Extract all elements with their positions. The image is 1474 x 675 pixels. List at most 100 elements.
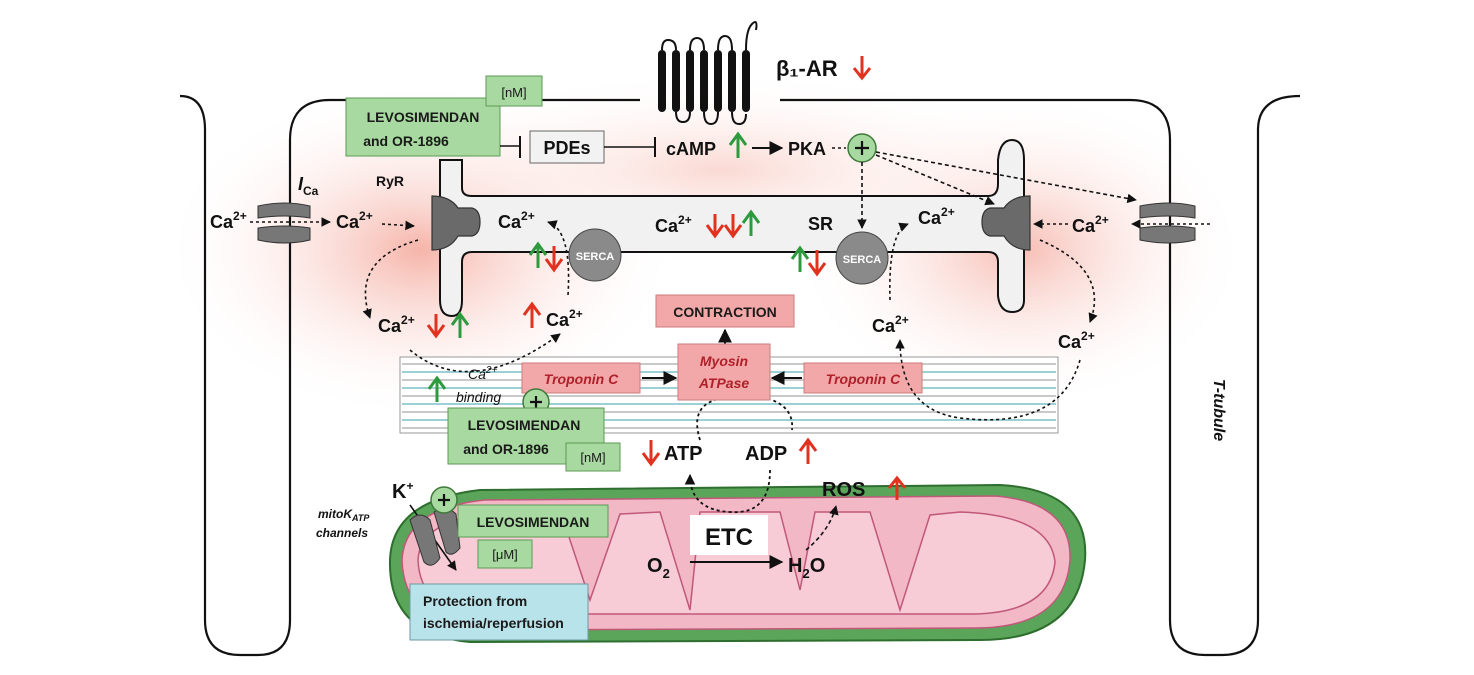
pdes-box	[529, 130, 605, 164]
ca-lower-left-green-up-icon	[450, 311, 470, 338]
drug-top-line2: and OR-1896	[363, 133, 449, 149]
h2o-label: H2O	[788, 555, 825, 581]
camp-up-arrow-icon	[728, 131, 748, 158]
etc-label: ETC	[705, 524, 753, 551]
ryr-left-icon	[431, 195, 481, 251]
protection-box	[409, 583, 589, 641]
serca-right-label: SERCA	[843, 254, 882, 266]
ca-cytosol-lower-left: Ca2+	[378, 313, 415, 336]
serca-left-icon	[568, 228, 622, 282]
o2-label: O2	[647, 555, 670, 581]
myosin-atpase-box	[677, 343, 771, 401]
drug-top-conc-box	[485, 75, 543, 107]
ca-cytosol-lower-right-2: Ca2+	[1058, 329, 1095, 352]
ca-sr-red-down-2-icon	[723, 214, 743, 239]
contraction-label: CONTRACTION	[673, 304, 776, 320]
l-type-channel-left-icon	[257, 202, 311, 244]
ca-sr-red-down-1-icon	[705, 214, 725, 239]
ca-sr-lumen: Ca2+	[655, 213, 692, 236]
ca-cytosol-center-left: Ca2+	[546, 307, 583, 330]
ryr-to-lower-ca-arrow	[362, 239, 419, 319]
ca-sr-release-left: Ca2+	[498, 209, 535, 232]
atpase-label: ATPase	[698, 375, 750, 391]
drug-middle-line2: and OR-1896	[463, 441, 549, 457]
drug-top-conc: [nM]	[501, 85, 526, 100]
drug-middle-conc-box	[565, 442, 621, 472]
mitok-line2: channels	[316, 526, 368, 540]
pka-plus-glyph-icon	[855, 141, 869, 155]
protection-line1: Protection from	[423, 593, 527, 609]
ca-left-green-up-icon	[528, 241, 548, 268]
etc-box	[690, 515, 768, 555]
drug-mito-line1: LEVOSIMENDAN	[477, 514, 590, 530]
adp-label: ADP	[745, 443, 787, 465]
t-tubule-label: T-tubule	[1210, 379, 1227, 441]
ca-binding-label: Ca2+	[468, 365, 497, 382]
myosin-label: Myosin	[700, 353, 748, 369]
t-tubule-right-membrane	[780, 94, 1301, 657]
troponin-c-left-box	[521, 362, 641, 394]
ca-sr-uptake-left-arrow	[547, 220, 570, 296]
ca-cytosol-left: Ca2+	[336, 209, 373, 232]
serca-right-red-down-icon	[807, 250, 827, 277]
pdes-label: PDEs	[543, 138, 590, 158]
beta1-receptor-icon	[658, 21, 758, 126]
pka-to-ryr-arrow	[875, 154, 995, 206]
serca-right-green-up-icon	[790, 245, 810, 272]
camp-label: cAMP	[666, 139, 716, 159]
middle-plus-glyph-icon	[530, 396, 542, 408]
drug-box-mito	[457, 504, 609, 538]
ca-extracellular-left: Ca2+	[210, 209, 247, 232]
drug-top-line1: LEVOSIMENDAN	[367, 109, 480, 125]
contraction-box	[655, 294, 795, 328]
protection-line2: ischemia/reperfusion	[423, 615, 564, 631]
pka-label: PKA	[788, 139, 826, 159]
h2o-to-ros-arrow	[805, 505, 839, 551]
ca-lower-right-to-troponin-arrow	[895, 339, 1081, 421]
adp-to-atp-loop	[696, 399, 716, 441]
ros-up-arrow-icon	[887, 475, 907, 500]
ica-label: ICa	[298, 174, 319, 198]
pka-to-ltype-arrow	[875, 151, 1137, 204]
drug-mito-conc-box	[477, 539, 533, 569]
ca-left-red-down-icon	[544, 246, 564, 273]
ros-label: ROS	[822, 479, 865, 501]
beta1-ar-label: β₁-AR	[776, 56, 838, 81]
ryr-right-icon	[981, 195, 1031, 251]
drug-mito-conc: [μM]	[492, 547, 518, 562]
drug-middle-conc: [nM]	[580, 450, 605, 465]
ca-cytosol-right: Ca2+	[1072, 213, 1109, 236]
binding-green-up-icon	[427, 375, 447, 402]
mitok-line1: mitoKATP	[318, 507, 370, 523]
sr-label: SR	[808, 214, 833, 234]
t-tubule-left-membrane	[179, 94, 640, 657]
drug-box-top	[345, 97, 501, 157]
ca-sr-release-right: Ca2+	[918, 205, 955, 228]
ryr-right-to-lower-ca-arrow	[1039, 239, 1098, 323]
atp-label: ATP	[664, 443, 703, 465]
serca-right-icon	[835, 231, 889, 285]
mitok-atp-channel-icon	[409, 508, 461, 566]
troponin-c-right-label: Troponin C	[826, 371, 901, 387]
adp-up-arrow-icon	[798, 437, 818, 464]
l-type-channel-right-icon	[1139, 202, 1196, 244]
binding-label: binding	[456, 389, 501, 405]
ca-upper-red-up-icon	[522, 301, 542, 328]
beta1-down-arrow-icon	[852, 56, 872, 81]
troponin-c-left-label: Troponin C	[544, 371, 619, 387]
ca-cytosol-lower-right-1: Ca2+	[872, 313, 909, 336]
serca-left-label: SERCA	[576, 251, 615, 263]
ryr-label: RyR	[376, 173, 404, 189]
troponin-c-right-box	[803, 362, 923, 394]
ca-sr-uptake-right-arrow	[889, 222, 909, 301]
mito-plus-glyph-icon	[438, 494, 450, 506]
drug-middle-line1: LEVOSIMENDAN	[468, 417, 581, 433]
ca-to-ryr-left-arrow	[381, 220, 415, 231]
k-label: K+	[392, 479, 413, 503]
ca-lower-left-red-down-icon	[426, 314, 446, 339]
ca-sr-green-up-icon	[741, 209, 761, 236]
ca-binding-arrow	[409, 333, 561, 373]
atp-down-arrow-icon	[641, 440, 661, 467]
